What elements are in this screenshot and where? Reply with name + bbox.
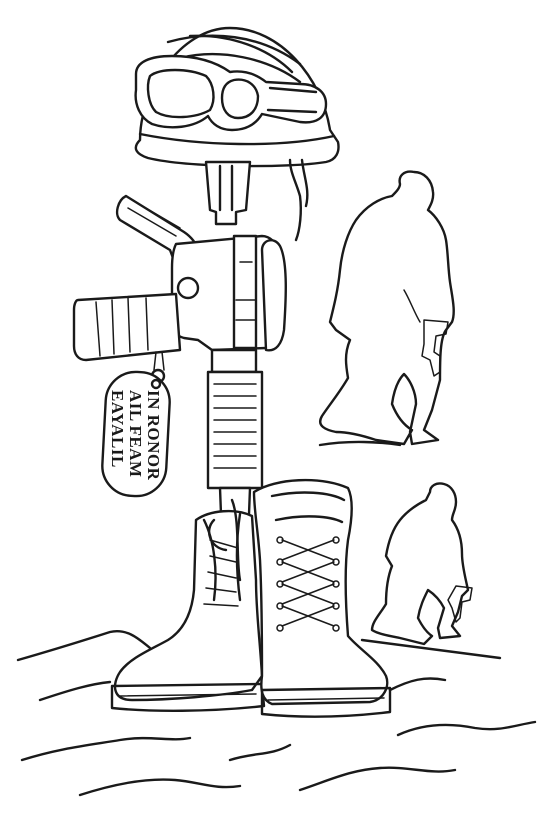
right-boot bbox=[252, 478, 392, 718]
ground-terrain bbox=[16, 440, 537, 797]
left-boot bbox=[110, 498, 266, 712]
dog-tag-line-2: AIL FEAM bbox=[126, 390, 145, 478]
soldier-silhouette-bottom bbox=[370, 482, 473, 646]
goggles bbox=[134, 54, 328, 132]
rifle bbox=[72, 160, 287, 542]
dog-tag-line-1: IN RONOR bbox=[144, 390, 163, 481]
soldier-silhouette-top bbox=[319, 170, 455, 446]
dog-tag-line-3: EAYALIL bbox=[108, 390, 127, 468]
bolt-catch-icon bbox=[176, 276, 200, 300]
dog-tag: IN RONOR AIL FEAM EAYALIL bbox=[101, 351, 171, 498]
